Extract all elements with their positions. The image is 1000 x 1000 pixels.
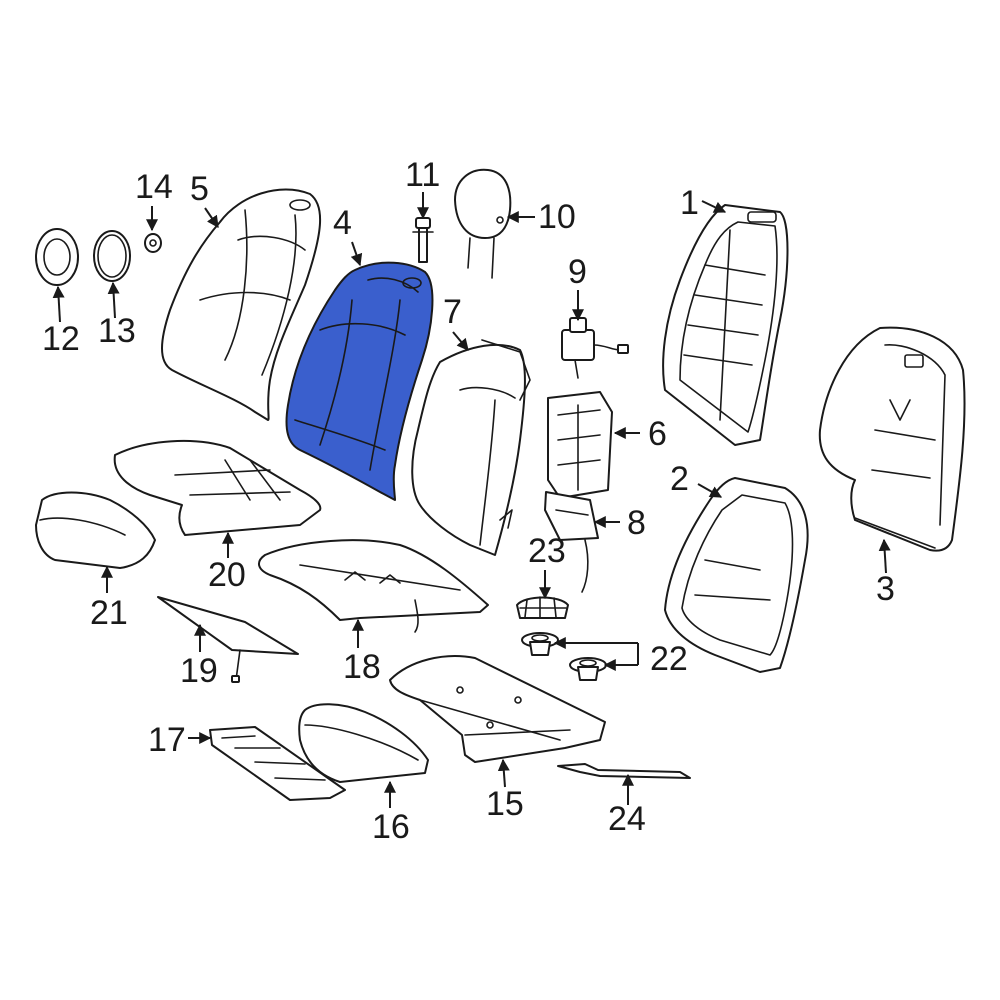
part-3-back-panel[interactable]: [818, 326, 966, 552]
callout-3: 3: [876, 570, 895, 608]
part-19-heating-mat[interactable]: [157, 596, 299, 683]
callout-19: 19: [180, 652, 218, 690]
part-10-headrest[interactable]: [454, 168, 512, 279]
part-8-bracket[interactable]: [544, 491, 599, 593]
part-18-seat-pad[interactable]: [258, 539, 489, 633]
callout-14: 14: [135, 168, 173, 206]
part-5-seat-back-cover[interactable]: [161, 188, 322, 421]
part-6-lumbar-support[interactable]: [547, 391, 613, 499]
part-11-headrest-guide[interactable]: [412, 217, 434, 263]
callout-21: 21: [90, 594, 128, 632]
part-17-support-tray[interactable]: [209, 726, 346, 801]
part-23-grille[interactable]: [516, 596, 569, 619]
callout-7: 7: [443, 293, 462, 331]
callout-18: 18: [343, 648, 381, 686]
callout-8: 8: [627, 504, 646, 542]
part-22-grommet-lower[interactable]: [569, 657, 607, 681]
callout-labels: 1 2 3 4 5 6 7 8 9 10 11 12 13 14 15 16 1…: [42, 156, 895, 846]
leader-lines: [52, 192, 891, 808]
part-24-rod[interactable]: [557, 763, 691, 779]
part-7-back-pad[interactable]: [411, 339, 531, 556]
part-9-pump[interactable]: [561, 317, 629, 379]
part-14-clip[interactable]: [144, 233, 162, 253]
callout-5: 5: [190, 170, 209, 208]
callout-24: 24: [608, 800, 646, 838]
part-21-side-bolster[interactable]: [35, 491, 156, 569]
callout-1: 1: [680, 184, 699, 222]
callout-16: 16: [372, 808, 410, 846]
callout-11: 11: [405, 156, 440, 194]
part-22-grommet-upper[interactable]: [521, 632, 559, 656]
callout-22: 22: [650, 640, 688, 678]
callout-17: 17: [148, 721, 186, 759]
callout-23: 23: [528, 532, 566, 570]
callout-12: 12: [42, 320, 80, 358]
callout-13: 13: [98, 312, 136, 350]
callout-4: 4: [333, 204, 352, 242]
part-2-seat-frame[interactable]: [664, 477, 809, 673]
callout-15: 15: [486, 785, 524, 823]
part-1-back-frame[interactable]: [662, 204, 789, 446]
part-12-cap[interactable]: [35, 228, 79, 286]
callout-6: 6: [648, 415, 667, 453]
callout-10: 10: [538, 198, 576, 236]
callout-2: 2: [670, 460, 689, 498]
part-4-seat-back-cushion[interactable]: [285, 261, 434, 501]
part-15-seat-base[interactable]: [389, 655, 606, 763]
part-13-ring[interactable]: [93, 230, 131, 282]
callout-9: 9: [568, 253, 587, 291]
part-16-side-cushion[interactable]: [298, 703, 429, 783]
part-20-seat-shell[interactable]: [113, 440, 322, 536]
callout-20: 20: [208, 556, 246, 594]
